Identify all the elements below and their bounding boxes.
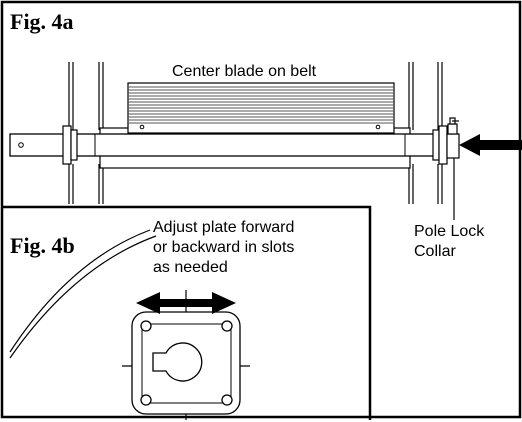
center-blade xyxy=(127,82,395,134)
mounting-plate xyxy=(131,311,241,415)
right-side-frame xyxy=(408,62,443,204)
collar-label-line: Collar xyxy=(414,243,456,260)
fig4b-title: Fig. 4b xyxy=(10,233,75,258)
adjust-double-arrow xyxy=(136,292,236,314)
fig4a-title: Fig. 4a xyxy=(10,9,74,34)
wheel-edge xyxy=(9,229,157,359)
right-flange xyxy=(432,125,448,165)
adjust-label-line: or backward in slots xyxy=(153,239,295,256)
adjust-label: Adjust plate forward or backward in slot… xyxy=(153,218,294,278)
adjust-label-line: Adjust plate forward xyxy=(153,219,295,236)
fig4b-frame xyxy=(2,205,372,420)
adjust-label-line: as needed xyxy=(153,259,228,276)
left-side-frame xyxy=(68,62,104,204)
left-flange xyxy=(62,125,78,165)
blade-label: Center blade on belt xyxy=(172,63,317,80)
push-arrow xyxy=(459,134,522,156)
collar-label: Pole Lock Collar xyxy=(414,222,484,262)
collar-label-line: Pole Lock xyxy=(414,223,485,240)
pole-lock-collar xyxy=(446,117,460,159)
